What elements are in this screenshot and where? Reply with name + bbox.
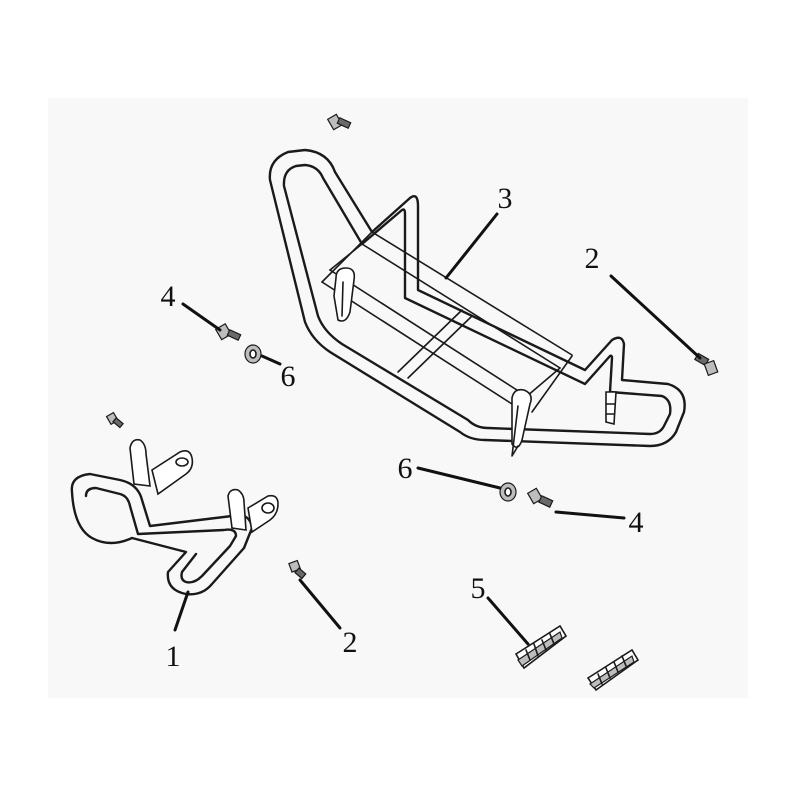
bolt-part-2-lower (288, 559, 307, 580)
leader-part-2-upper (609, 274, 702, 360)
leader-part-6-lower (416, 466, 502, 490)
leader-part-4-lower (554, 510, 626, 520)
callout-part-1: 1 (166, 640, 181, 673)
callout-part-4-lower: 4 (629, 506, 644, 539)
leader-part-2-lower (298, 578, 342, 630)
callout-part-4-upper: 4 (161, 280, 176, 313)
callout-part-5: 5 (471, 572, 486, 605)
callout-part-2-upper: 2 (585, 242, 600, 275)
bolt-part-4-upper (214, 322, 242, 342)
bolt-small-left (105, 411, 124, 429)
leader-lines (173, 212, 702, 646)
footrest-pad-part-5-right (586, 648, 640, 692)
callout-part-6-lower: 6 (398, 452, 413, 485)
callout-part-2-lower: 2 (343, 626, 358, 659)
callout-part-3: 3 (498, 182, 513, 215)
leader-part-1 (173, 590, 190, 632)
washer-part-6-upper (244, 344, 262, 364)
leader-part-3 (444, 212, 499, 280)
callout-part-6-upper: 6 (281, 360, 296, 393)
rear-bar-part-1 (70, 438, 279, 596)
bolt-top (326, 113, 352, 131)
bolt-part-4-lower (526, 487, 554, 508)
leader-part-4-upper (181, 302, 222, 332)
footrest-pad-part-5-left (514, 624, 568, 670)
leader-part-5 (486, 596, 530, 646)
washer-part-6-lower (499, 482, 517, 502)
callout-labels: 3 2 4 6 6 4 5 2 1 (161, 182, 644, 673)
front-rack-part-3 (268, 148, 686, 457)
leader-part-6-upper (260, 354, 282, 366)
diagram-background (48, 98, 748, 698)
